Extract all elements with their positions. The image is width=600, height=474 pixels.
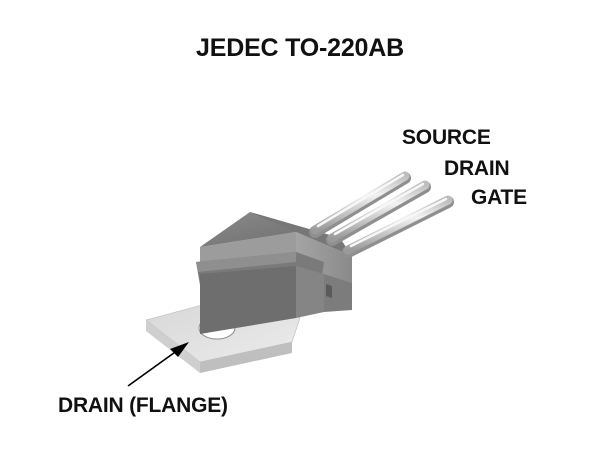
- figure-title: JEDEC TO-220AB: [196, 34, 404, 62]
- lead-source: [309, 171, 411, 238]
- pin-label-source: SOURCE: [402, 126, 491, 149]
- lead-gate: [342, 195, 454, 258]
- lead-drain: [326, 180, 431, 246]
- plastic-body: [196, 212, 352, 334]
- pin-label-drain: DRAIN: [444, 157, 510, 180]
- pin-label-gate: GATE: [471, 186, 527, 209]
- leads: [309, 171, 454, 258]
- callout-arrow: [127, 342, 189, 387]
- callout-label-flange: DRAIN (FLANGE): [58, 394, 228, 417]
